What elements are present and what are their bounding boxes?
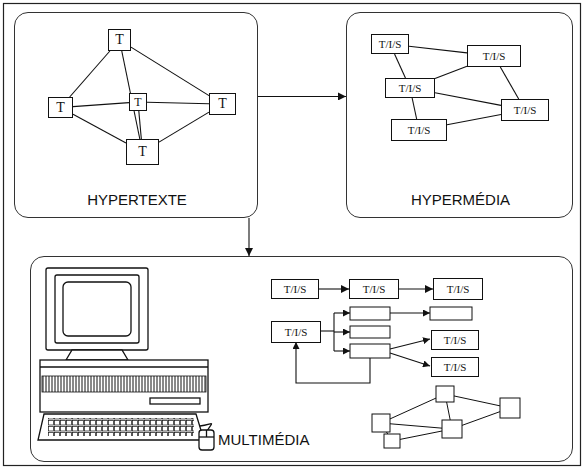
box-label-holder: T/I/S — [372, 35, 408, 53]
content-box: T/I/S — [349, 279, 399, 299]
link-line — [435, 66, 467, 78]
link-line — [73, 103, 129, 107]
panel-title-holder: HYPERTEXTE — [15, 189, 259, 209]
link-line — [412, 98, 417, 119]
content-box: T/I/S — [391, 119, 447, 141]
content-box: T/I/S — [467, 45, 521, 67]
box-label: T/I/S — [285, 327, 308, 338]
panel-title: HYPERTEXTE — [87, 192, 187, 207]
box-label-holder: T — [130, 94, 146, 110]
box-label-holder: T/I/S — [468, 46, 520, 66]
box-label-holder: T — [109, 30, 130, 50]
box-label-holder: T/I/S — [432, 358, 478, 376]
link-line — [73, 114, 126, 143]
box-label-holder: T/I/S — [502, 100, 548, 120]
box-label: T/I/S — [363, 284, 386, 295]
box-label-holder: T — [210, 94, 235, 114]
content-box: T — [48, 97, 73, 118]
box-label: T — [138, 145, 147, 159]
box-label: T — [115, 33, 124, 47]
content-box: T/I/S — [433, 278, 483, 300]
link-line — [147, 102, 209, 103]
panel-title: MULTIMÉDIA — [218, 432, 309, 447]
content-box: T — [108, 29, 131, 51]
box-label-holder: T/I/S — [350, 280, 398, 298]
content-box: T/I/S — [501, 99, 549, 121]
computer-illustration — [38, 268, 214, 450]
box-label: T/I/S — [483, 51, 506, 62]
link-line — [159, 112, 209, 142]
link-line — [435, 93, 501, 106]
panel-title-holder: MULTIMÉDIA — [218, 429, 309, 449]
box-label: T — [134, 96, 141, 108]
link-line — [409, 46, 467, 53]
box-label-holder: T/I/S — [392, 120, 446, 140]
content-box: T — [126, 139, 159, 165]
box-label-holder: T — [127, 140, 158, 164]
link-line — [131, 47, 209, 95]
link-line — [70, 51, 110, 97]
box-label: T — [218, 97, 227, 111]
box-label-holder: T/I/S — [386, 79, 434, 97]
link-arrow — [319, 288, 349, 289]
box-label: T/I/S — [444, 362, 467, 373]
panel-title-holder: HYPERMÉDIA — [347, 189, 574, 209]
network-figure — [372, 386, 520, 448]
box-label: T/I/S — [514, 105, 537, 116]
box-label: T/I/S — [408, 125, 431, 136]
box-label-holder: T/I/S — [272, 280, 318, 298]
link-arrow — [248, 218, 249, 256]
section-panel: T/I/S T/I/S T/I/S T/I/S T/I/S T/I/S MULTIMÉDIA — [30, 256, 573, 462]
box-label-holder: T/I/S — [434, 279, 482, 299]
box-label: T/I/S — [447, 284, 470, 295]
content-box: T — [129, 93, 147, 111]
link-arrow — [258, 96, 346, 97]
box-label: T/I/S — [399, 83, 422, 94]
content-box: T/I/S — [271, 279, 319, 299]
box-label: T/I/S — [284, 284, 307, 295]
section-panel: T/I/S T/I/S T/I/S T/I/S T/I/S HYPERMÉDIA — [346, 12, 573, 218]
box-label: T — [56, 101, 65, 115]
box-label-holder: T — [49, 98, 72, 117]
box-label-holder: T/I/S — [272, 322, 320, 342]
panel-title: HYPERMÉDIA — [411, 192, 510, 207]
link-line — [395, 54, 406, 78]
link-line — [139, 111, 142, 139]
content-box: T/I/S — [371, 34, 409, 54]
outer-frame — [4, 4, 581, 466]
link-line — [447, 115, 501, 125]
box-label: T/I/S — [379, 39, 402, 50]
content-box: T/I/S — [385, 78, 435, 98]
content-box: T/I/S — [431, 357, 479, 377]
box-label: T/I/S — [444, 335, 467, 346]
content-box: T — [209, 93, 236, 115]
section-panel: T T T T T HYPERTEXTE — [14, 12, 258, 218]
box-label-holder: T/I/S — [432, 331, 478, 349]
link-arrow — [399, 288, 433, 289]
content-box: T/I/S — [271, 321, 321, 343]
link-line — [500, 67, 518, 99]
content-box: T/I/S — [431, 330, 479, 350]
